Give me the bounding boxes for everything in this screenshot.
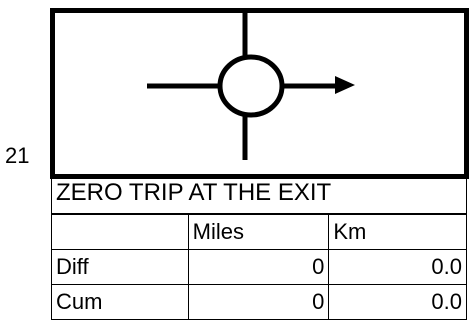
- table-header-row: Miles Km: [51, 214, 467, 250]
- header-km: Km: [328, 214, 467, 250]
- distance-table: Miles Km Diff 0 0.0 Cum 0 0.0: [51, 214, 467, 320]
- roundabout-exit-arrow-icon: [147, 13, 355, 160]
- table-row: Diff 0 0.0: [51, 249, 467, 285]
- row-label-diff: Diff: [51, 249, 189, 285]
- diff-miles: 0: [187, 249, 330, 285]
- instruction-text: ZERO TRIP AT THE EXIT: [51, 175, 467, 214]
- table-row: Cum 0 0.0: [51, 284, 467, 320]
- cum-miles: 0: [187, 284, 330, 320]
- tulip-diagram: [50, 8, 469, 179]
- exit-arrowhead-icon: [335, 76, 355, 94]
- step-number: 21: [5, 143, 30, 168]
- diff-km: 0.0: [328, 249, 467, 285]
- header-blank: [51, 214, 189, 250]
- roundabout-circle: [217, 54, 285, 118]
- header-miles: Miles: [187, 214, 330, 250]
- cum-km: 0.0: [328, 284, 467, 320]
- row-label-cum: Cum: [51, 284, 189, 320]
